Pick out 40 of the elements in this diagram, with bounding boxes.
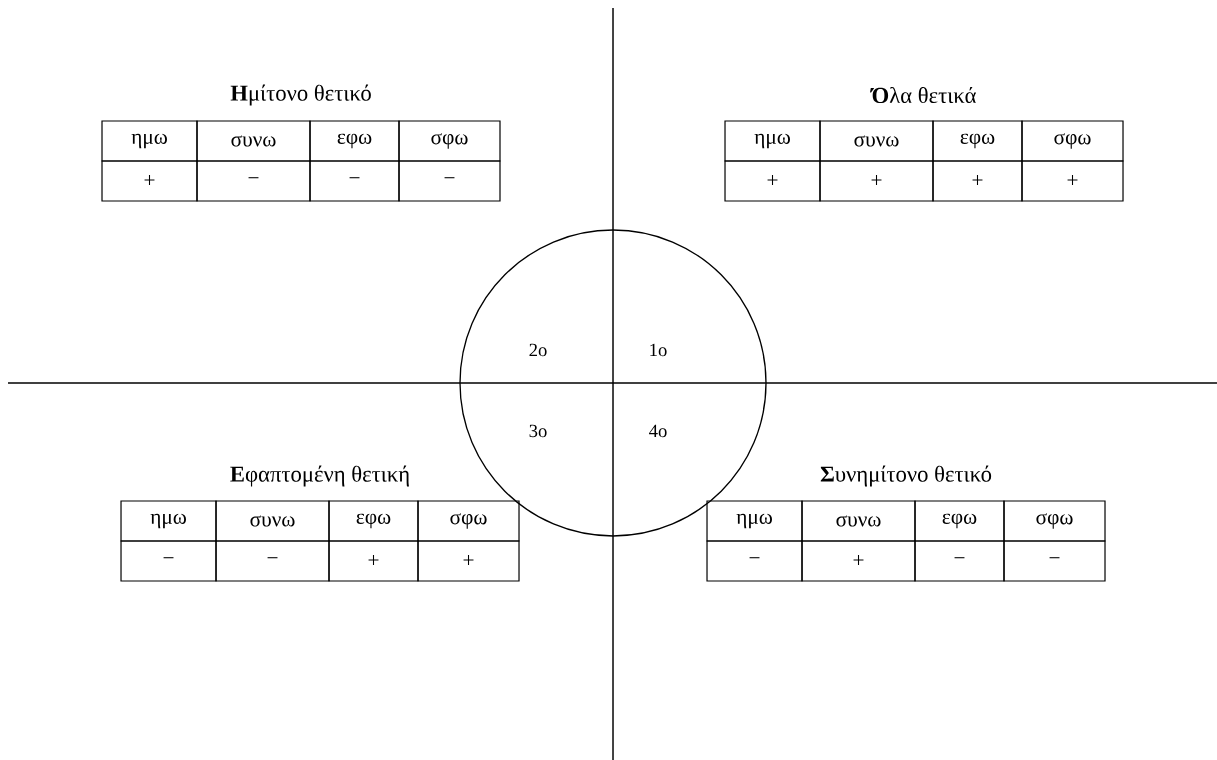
table-cell: + (801, 540, 916, 582)
table-cell: − (914, 540, 1005, 582)
table-cell: + (101, 160, 198, 202)
quadrant-heading: Συνημίτονο θετικό (820, 465, 992, 487)
table-cell: συνω (215, 500, 330, 542)
table-cell: ημω (101, 120, 198, 162)
table-cell: σφω (1003, 500, 1106, 542)
quadrant-number: 1ο (650, 343, 667, 357)
table-cell: + (724, 160, 821, 202)
table-cell: + (328, 540, 419, 582)
quadrant-heading: Όλα θετικά (870, 86, 976, 104)
table-cell: − (1003, 540, 1106, 582)
table-cell: ημω (706, 500, 803, 542)
quadrant-number: 4ο (649, 424, 667, 438)
quadrant-heading: Ημίτονο θετικό (230, 84, 371, 106)
table-cell: − (398, 160, 501, 202)
quadrant-heading: Εφαπτομένη θετική (230, 465, 409, 487)
table-cell: + (819, 160, 934, 202)
table-cell: + (1021, 160, 1124, 202)
table-cell: − (196, 160, 311, 202)
table-cell: συνω (819, 120, 934, 162)
table-cell: εφω (914, 500, 1005, 542)
table-cell: − (215, 540, 330, 582)
quadrant-number: 2ο (529, 343, 547, 357)
table-cell: σφω (1021, 120, 1124, 162)
quadrant-number: 3ο (529, 424, 547, 438)
table-cell: ημω (724, 120, 821, 162)
table-cell: − (309, 160, 400, 202)
table-cell: εφω (309, 120, 400, 162)
table-cell: − (120, 540, 217, 582)
table-cell: εφω (328, 500, 419, 542)
table-cell: συνω (196, 120, 311, 162)
table-cell: + (932, 160, 1023, 202)
table-cell: σφω (398, 120, 501, 162)
table-cell: συνω (801, 500, 916, 542)
table-cell: − (706, 540, 803, 582)
table-cell: εφω (932, 120, 1023, 162)
table-cell: ημω (120, 500, 217, 542)
table-cell: σφω (417, 500, 520, 542)
table-cell: + (417, 540, 520, 582)
